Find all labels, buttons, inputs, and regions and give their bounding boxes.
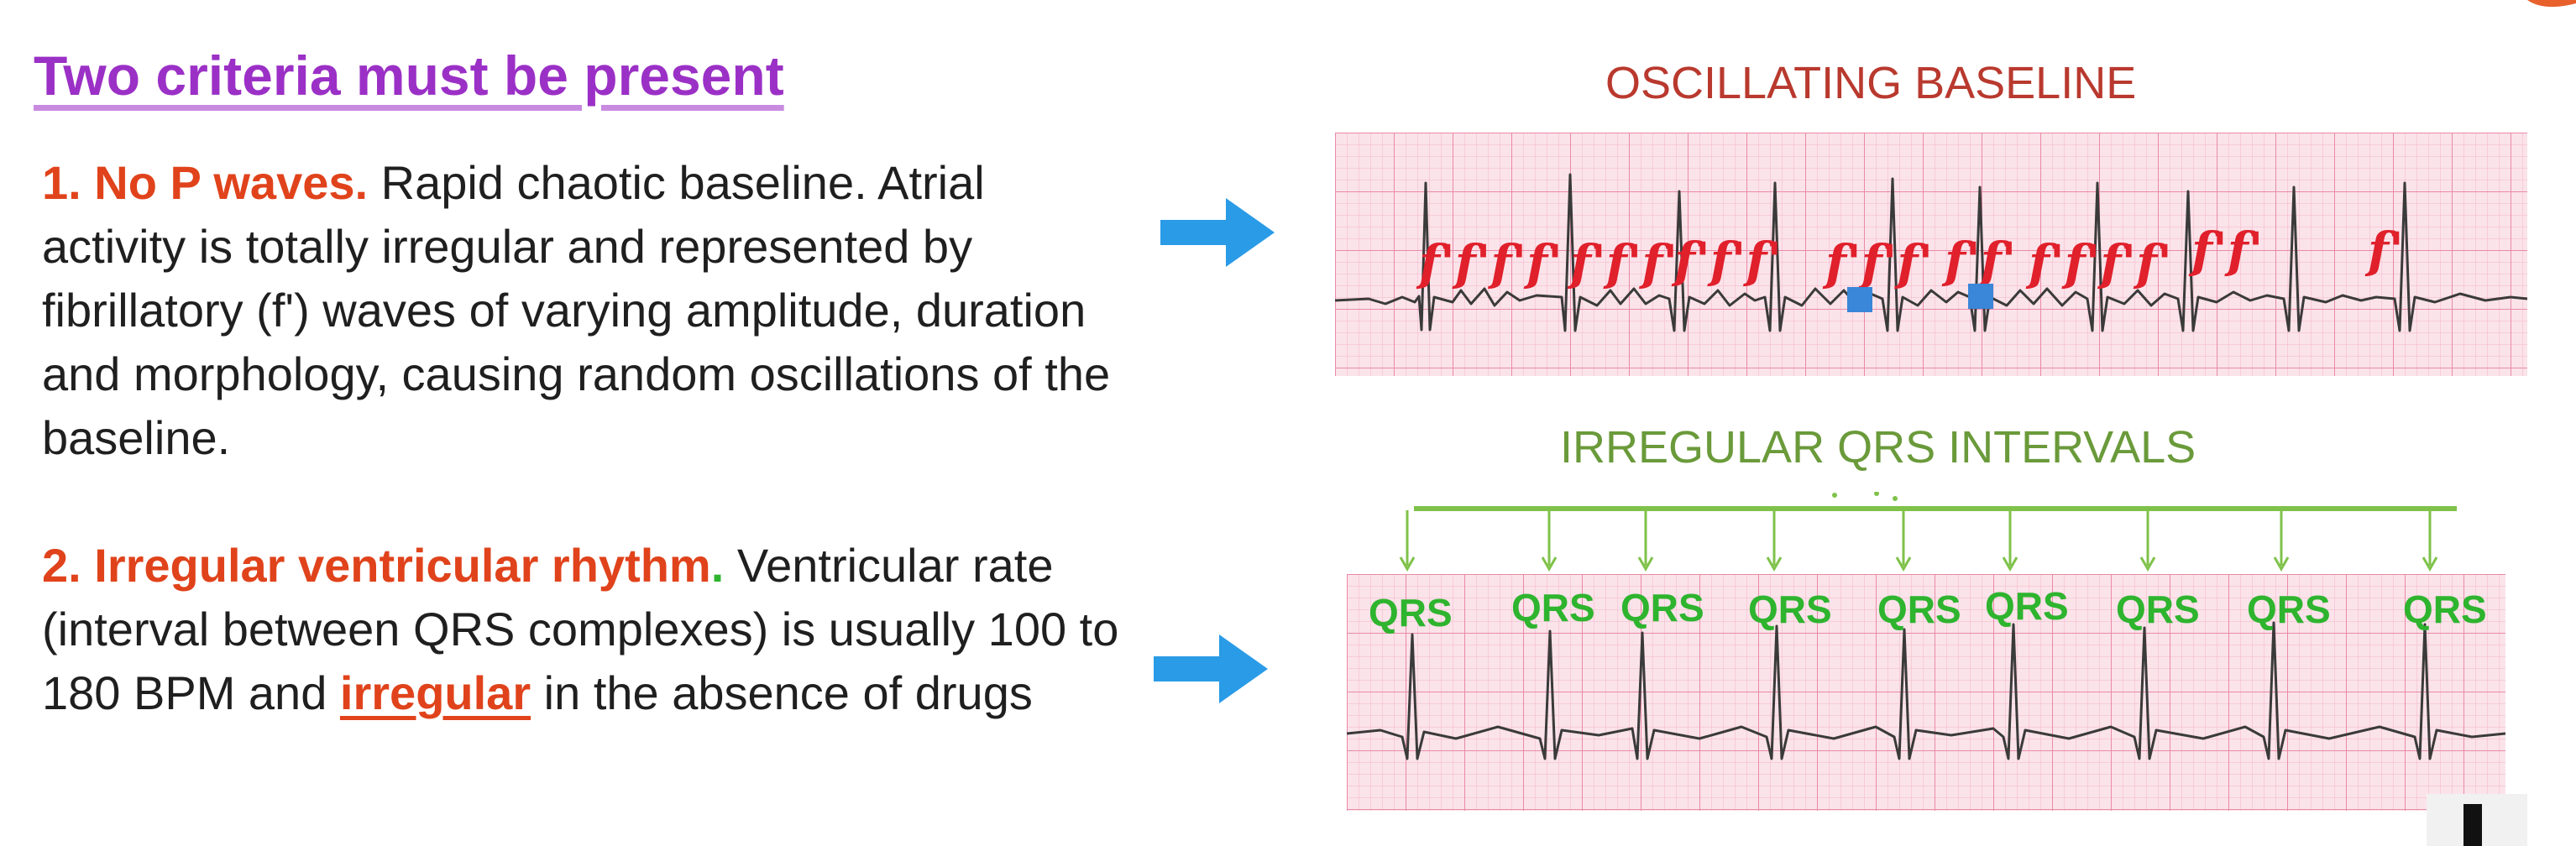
marker-square	[1847, 287, 1872, 312]
f-wave-label: f'f'f'f'	[1416, 234, 1563, 291]
marker-square	[1968, 284, 1993, 309]
f-wave-label: f'f'	[1941, 232, 2016, 289]
qrs-label: QRS	[1985, 584, 2069, 628]
ecg-oscillating-baseline: f'f'f'f' f'f'f' f'f'f' f'f'f' f'f' f'f'f…	[1335, 133, 2527, 376]
criterion-2-highlight: irregular	[339, 666, 531, 719]
qrs-label: QRS	[1877, 588, 1961, 631]
criterion-2-text-a: Ventricular rate (interval between QRS c…	[42, 539, 1119, 719]
right-arrow-icon	[1160, 198, 1275, 267]
f-wave-label: f'f'f'	[1671, 232, 1782, 289]
qrs-interval-bracket	[1399, 492, 2457, 572]
criterion-1-text: Rapid chaotic baseline. Atrial activity …	[42, 156, 1111, 464]
qrs-label: QRS	[1620, 586, 1704, 629]
criterion-2-text-b: in the absence of drugs	[531, 666, 1033, 719]
f-wave-label: f'f'f'	[1822, 234, 1933, 291]
text-cursor-icon	[2463, 804, 2482, 846]
right-arrow-icon	[1154, 634, 1268, 703]
corner-mark-icon	[2527, 0, 2576, 8]
qrs-label: QRS	[1369, 591, 1453, 634]
f-wave-label: f'	[2364, 222, 2404, 279]
criterion-1: 1. No P waves. Rapid chaotic baseline. A…	[42, 151, 1134, 470]
criterion-2-dot: .	[710, 539, 725, 592]
panel2-title: IRREGULAR QRS INTERVALS	[1560, 422, 2196, 473]
qrs-label: QRS	[1748, 588, 1832, 631]
ecg-irregular-qrs: QRS QRS QRS QRS QRS QRS QRS QRS QRS	[1347, 574, 2505, 811]
criterion-1-lead: 1. No P waves.	[42, 156, 369, 209]
f-wave-label: f'f'f'f'	[2025, 234, 2172, 291]
f-wave-label: f'f'f'	[1567, 234, 1678, 291]
qrs-label: QRS	[2403, 588, 2487, 631]
qrs-label: QRS	[2116, 588, 2200, 631]
section-heading: Two criteria must be present	[34, 44, 784, 107]
qrs-label: QRS	[2247, 588, 2331, 631]
panel1-title: OSCILLATING BASELINE	[1605, 58, 2137, 108]
criterion-2-lead: 2. Irregular ventricular rhythm	[42, 539, 711, 592]
f-wave-label: f'f'	[2188, 222, 2263, 279]
criterion-2: 2. Irregular ventricular rhythm. Ventric…	[42, 534, 1134, 725]
qrs-label: QRS	[1511, 586, 1595, 629]
